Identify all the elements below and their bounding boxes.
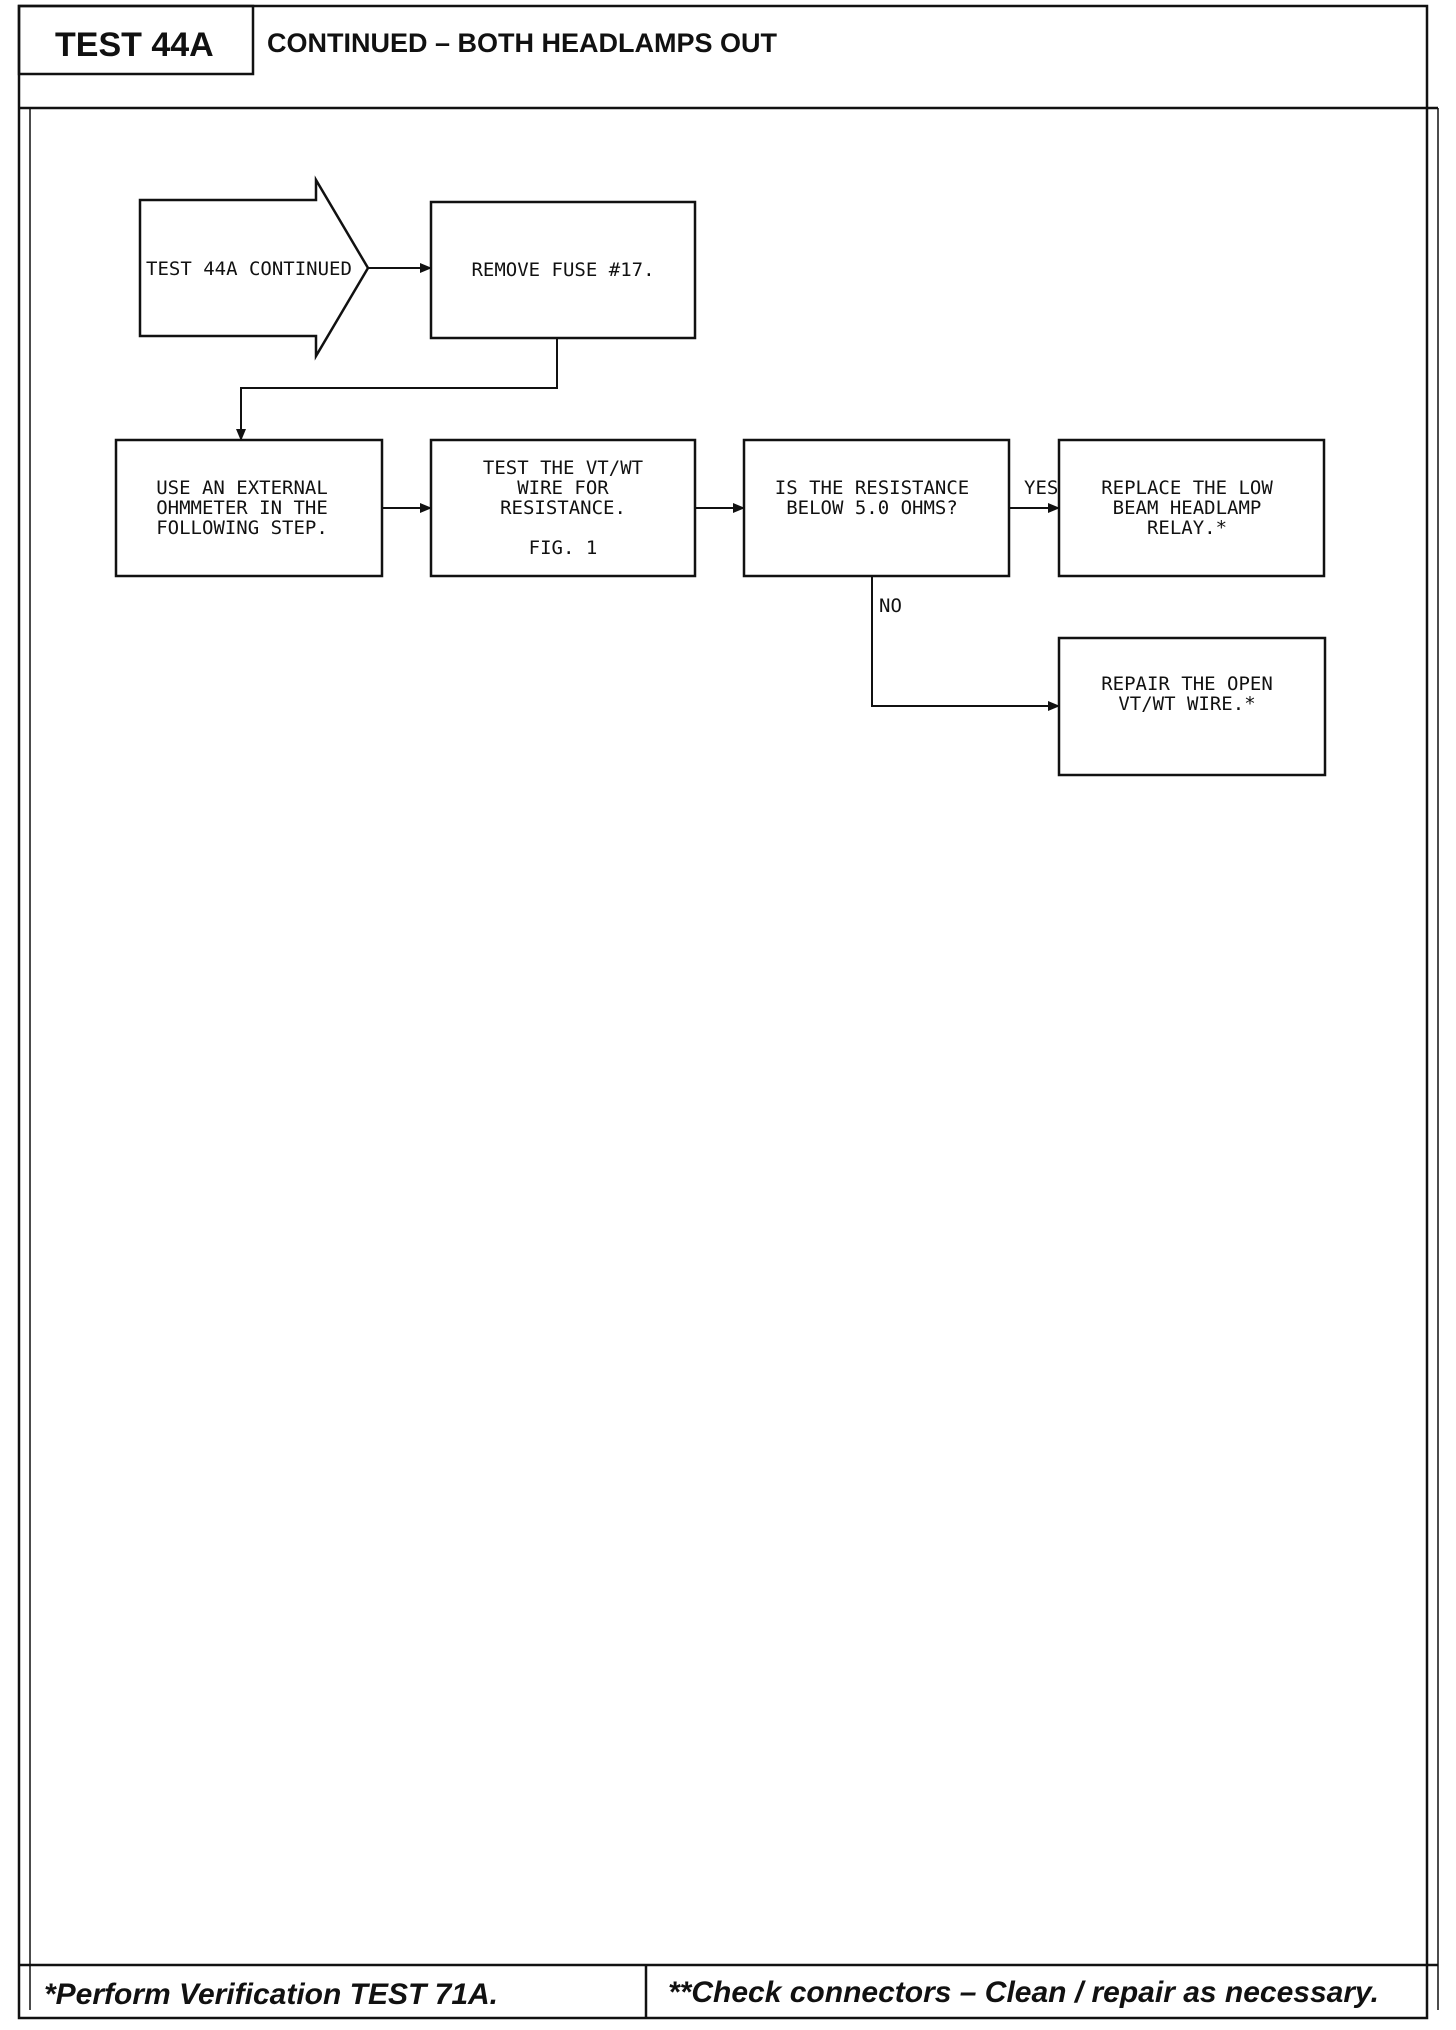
replace-relay-line-2: BEAM HEADLAMP	[1113, 497, 1262, 519]
remove-fuse-text: REMOVE FUSE #17.	[471, 259, 654, 281]
page-frame	[17, 4, 1429, 2020]
use-ohmmeter-box	[114, 438, 384, 578]
use-ohmmeter-line-3: FOLLOWING STEP.	[156, 517, 328, 539]
question-line-2: BELOW 5.0 OHMS?	[786, 497, 958, 519]
test-wire-line-3: RESISTANCE.	[500, 497, 626, 519]
footer-right-note: **Check connectors – Clean / repair as n…	[668, 1976, 1379, 2009]
test-wire-line-2: WIRE FOR	[517, 477, 609, 499]
footer-left-note: *Perform Verification TEST 71A.	[44, 1978, 498, 2011]
start-arrow-shape	[138, 175, 370, 361]
test-wire-box	[429, 438, 697, 578]
replace-relay-line-3: RELAY.*	[1147, 517, 1227, 539]
use-ohmmeter-line-1: USE AN EXTERNAL	[156, 477, 328, 499]
test-wire-fig: FIG. 1	[529, 537, 598, 559]
arrow-no	[871, 576, 1060, 711]
repair-wire-line-1: REPAIR THE OPEN	[1101, 673, 1273, 695]
use-ohmmeter-line-2: OHMMETER IN THE	[156, 497, 328, 519]
question-box	[742, 438, 1011, 578]
test-id: TEST 44A	[55, 26, 214, 64]
test-wire-line-1: TEST THE VT/WT	[483, 457, 643, 479]
yes-label: YES	[1024, 477, 1058, 499]
start-label: TEST 44A CONTINUED	[146, 258, 352, 280]
replace-relay-box	[1057, 438, 1326, 578]
test-id-box	[17, 4, 255, 76]
arrow-fuse-to-ohmmeter	[236, 338, 558, 441]
remove-fuse-box	[429, 200, 697, 340]
question-line-1: IS THE RESISTANCE	[775, 477, 969, 499]
repair-wire-line-2: VT/WT WIRE.*	[1118, 693, 1255, 715]
repair-wire-box	[1057, 636, 1327, 777]
replace-relay-line-1: REPLACE THE LOW	[1101, 477, 1273, 499]
no-label: NO	[879, 595, 902, 617]
page-title: CONTINUED – BOTH HEADLAMPS OUT	[267, 28, 778, 58]
